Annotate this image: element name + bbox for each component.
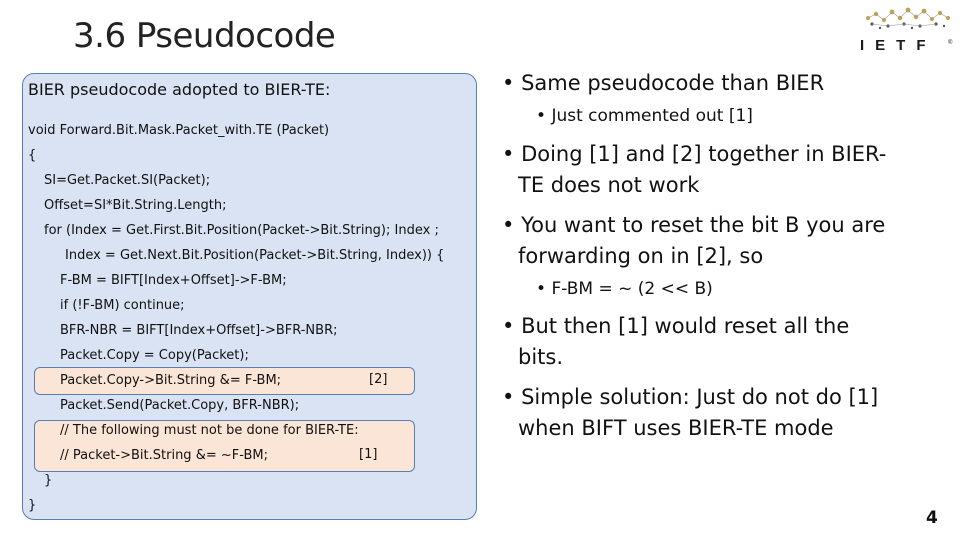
bullet-dot: • xyxy=(502,142,522,166)
bullet-2-continued: TE does not work xyxy=(518,173,700,197)
ietf-logo-text: IETF xyxy=(860,37,937,54)
bullet-dot: • xyxy=(502,213,522,237)
bullet-3-continued: forwarding on in [2], so xyxy=(518,244,764,268)
bullet-3: • You want to reset the bit B you are xyxy=(502,213,886,237)
tag-1: [1] xyxy=(359,447,378,462)
code-line: Offset=SI*Bit.String.Length; xyxy=(44,198,227,213)
bullet-dot: • xyxy=(502,385,522,409)
code-line: F-BM = BIFT[Index+Offset]->F-BM; xyxy=(60,273,287,288)
code-line: } xyxy=(28,498,37,513)
bullet-4: • But then [1] would reset all the xyxy=(502,314,850,338)
code-line: Packet.Copy = Copy(Packet); xyxy=(60,348,249,363)
bullet-4-continued: bits. xyxy=(518,345,564,369)
bullet-1a: • Just commented out [1] xyxy=(536,106,753,126)
bullet-dot: • xyxy=(502,314,522,338)
bullet-5-continued: when BIFT uses BIER-TE mode xyxy=(518,416,834,440)
bullet-1: • Same pseudocode than BIER xyxy=(502,71,825,95)
code-line: void Forward.Bit.Mask.Packet_with.TE (Pa… xyxy=(28,123,330,138)
code-line: } xyxy=(44,473,53,488)
bullet-2: • Doing [1] and [2] together in BIER- xyxy=(502,142,887,166)
code-line: Index = Get.Next.Bit.Position(Packet->Bi… xyxy=(65,248,445,263)
page-number: 4 xyxy=(926,508,938,528)
code-line: // Packet->Bit.String &= ~F-BM; xyxy=(60,448,268,463)
panel-heading: BIER pseudocode adopted to BIER-TE: xyxy=(28,80,331,99)
highlight-box-2 xyxy=(34,367,415,395)
slide-title: 3.6 Pseudocode xyxy=(73,16,336,56)
bullet-3a: • F-BM = ~ (2 << B) xyxy=(536,279,713,299)
bullet-dot: • xyxy=(536,279,552,299)
code-line: SI=Get.Packet.SI(Packet); xyxy=(44,173,211,188)
highlight-box-1 xyxy=(34,420,415,472)
code-line: for (Index = Get.First.Bit.Position(Pack… xyxy=(44,223,439,238)
code-line: Packet.Copy->Bit.String &= F-BM; xyxy=(60,373,282,388)
registered-mark: ® xyxy=(948,40,953,46)
bullet-5: • Simple solution: Just do not do [1] xyxy=(502,385,879,409)
code-line: if (!F-BM) continue; xyxy=(60,298,185,313)
code-line: // The following must not be done for BI… xyxy=(60,423,359,438)
code-line: BFR-NBR = BIFT[Index+Offset]->BFR-NBR; xyxy=(60,323,338,338)
ietf-logo-graphic xyxy=(866,7,950,30)
bullet-dot: • xyxy=(536,106,552,126)
code-line: { xyxy=(28,148,37,163)
code-line: Packet.Send(Packet.Copy, BFR-NBR); xyxy=(60,398,300,413)
bullet-dot: • xyxy=(502,71,522,95)
ietf-logo: IETF ® xyxy=(860,4,956,58)
tag-2: [2] xyxy=(369,372,388,387)
